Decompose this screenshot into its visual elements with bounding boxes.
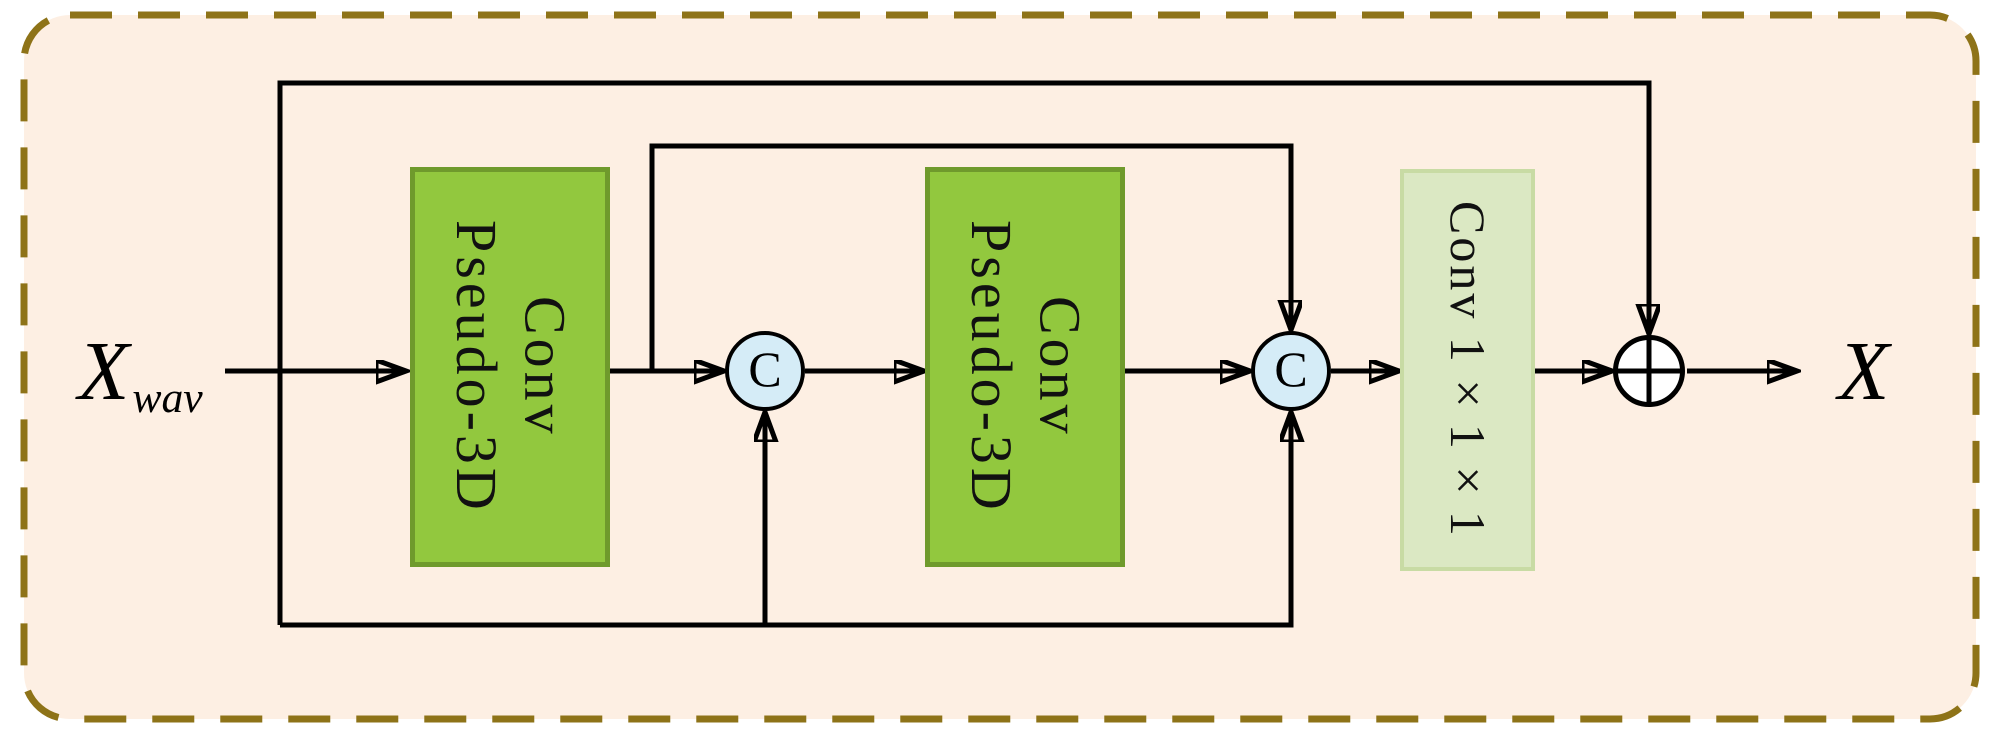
pseudo3d-conv-1-label-line1: Pseudo-3D xyxy=(444,220,509,514)
conv-1x1x1-label: Conv 1×1×1 xyxy=(1440,201,1496,539)
skip-bottom-input-to-concat2 xyxy=(280,414,1291,628)
plus-icon xyxy=(1618,340,1680,402)
input-label-base: X xyxy=(78,325,130,418)
pseudo3d-conv-2-label-line1: Pseudo-3D xyxy=(959,220,1024,514)
pseudo3d-conv-1-label-line2: Conv xyxy=(512,296,578,438)
input-label-subscript: wav xyxy=(132,374,203,423)
concat-operator-1: C xyxy=(725,331,805,411)
output-label-x: X xyxy=(1838,325,1890,418)
pseudo3d-conv-block-1: Pseudo-3D Conv xyxy=(410,167,610,567)
input-label-xwav: Xwav xyxy=(78,330,203,420)
conv-1x1x1-block: Conv 1×1×1 xyxy=(1400,169,1535,571)
concat-operator-2: C xyxy=(1251,331,1331,411)
add-operator xyxy=(1613,335,1685,407)
skip-top-input-to-add xyxy=(277,80,1649,625)
skip-conv1-to-concat2 xyxy=(649,143,1291,371)
pseudo3d-conv-2-label-line2: Conv xyxy=(1027,296,1093,438)
pseudo3d-conv-2-label: Pseudo-3D Conv xyxy=(957,220,1094,514)
pseudo3d-conv-block-2: Pseudo-3D Conv xyxy=(925,167,1125,567)
pseudo3d-conv-1-label: Pseudo-3D Conv xyxy=(442,220,579,514)
